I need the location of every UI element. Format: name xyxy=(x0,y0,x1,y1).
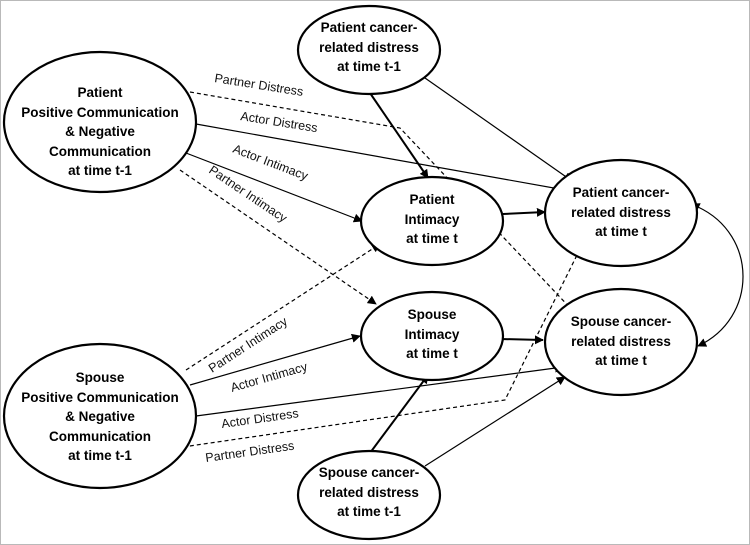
spouse-intimacy-line-3: at time t xyxy=(406,346,458,361)
edge-spouse-actor-distress xyxy=(195,363,564,417)
spouse-comm-line-4: Communication xyxy=(49,429,151,444)
label-patient-partner-distress: Partner Distress xyxy=(214,71,305,99)
patient-distress-line-2: related distress xyxy=(571,205,671,220)
spouse-intimacy-line-2: Intimacy xyxy=(405,327,460,342)
patient-distress-prev-line-2: related distress xyxy=(319,40,419,55)
patient-intimacy-line-3: at time t xyxy=(406,231,458,246)
node-patient-distress-prev xyxy=(296,4,442,96)
patient-comm-line-3: & Negative xyxy=(65,124,135,139)
node-spouse-distress xyxy=(543,287,699,397)
label-spouse-actor-intimacy: Actor Intimacy xyxy=(229,359,310,394)
patient-distress-line-3: at time t xyxy=(595,224,647,239)
edge-spouse-intimacy-distress xyxy=(500,335,544,345)
spouse-intimacy-line-1: Spouse xyxy=(408,307,457,322)
edge-patient-actor-distress xyxy=(195,123,566,194)
edge-spouse-distress-stability xyxy=(424,376,566,467)
edge-spouse-actor-intimacy xyxy=(189,333,361,386)
node-spouse-communication xyxy=(2,342,198,490)
spouse-comm-line-5: at time t-1 xyxy=(68,448,132,463)
label-patient-actor-distress: Actor Distress xyxy=(240,109,319,135)
label-spouse-actor-distress: Actor Distress xyxy=(220,406,299,431)
patient-comm-line-5: at time t-1 xyxy=(68,163,132,178)
patient-distress-line-1: Patient cancer- xyxy=(573,185,670,200)
edge-patient-actor-intimacy xyxy=(185,152,363,223)
label-spouse-partner-intimacy: Partner Intimacy xyxy=(206,314,291,376)
node-patient-distress xyxy=(543,158,699,268)
patient-comm-line-4: Communication xyxy=(49,144,151,159)
node-spouse-distress-prev xyxy=(296,449,442,541)
edge-patient-distress-stability-intimacy xyxy=(369,92,429,179)
edge-patient-partner-distress xyxy=(189,91,576,314)
edge-spouse-partner-distress xyxy=(175,242,584,449)
spouse-distress-line-2: related distress xyxy=(571,334,671,349)
patient-distress-prev-line-3: at time t-1 xyxy=(337,59,401,74)
edge-spouse-distress-stability-intimacy xyxy=(369,374,429,454)
spouse-distress-prev-line-3: at time t-1 xyxy=(337,504,401,519)
node-spouse-intimacy xyxy=(359,290,505,382)
spouse-comm-line-3: & Negative xyxy=(65,409,135,424)
spouse-distress-line-1: Spouse cancer- xyxy=(571,314,672,329)
patient-comm-line-2: Positive Communication xyxy=(21,105,179,120)
label-patient-actor-intimacy: Actor Intimacy xyxy=(231,142,311,184)
edge-patient-intimacy-distress xyxy=(502,207,546,217)
spouse-distress-line-3: at time t xyxy=(595,353,647,368)
patient-distress-prev-line-1: Patient cancer- xyxy=(321,20,418,35)
node-patient-intimacy xyxy=(359,175,505,267)
spouse-distress-prev-line-2: related distress xyxy=(319,485,419,500)
edge-distress-correlation xyxy=(690,203,744,347)
node-patient-communication xyxy=(2,50,198,194)
spouse-comm-line-1: Spouse xyxy=(76,370,125,385)
edge-patient-distress-stability xyxy=(424,77,573,182)
patient-comm-line-1: Patient xyxy=(77,85,123,100)
spouse-comm-line-2: Positive Communication xyxy=(21,390,179,405)
spouse-distress-prev-line-1: Spouse cancer- xyxy=(319,465,420,480)
patient-intimacy-line-2: Intimacy xyxy=(405,212,460,227)
edge-spouse-partner-intimacy xyxy=(185,243,381,371)
patient-intimacy-line-1: Patient xyxy=(409,192,455,207)
edge-patient-partner-intimacy xyxy=(179,169,377,305)
label-spouse-partner-distress: Partner Distress xyxy=(204,439,295,465)
